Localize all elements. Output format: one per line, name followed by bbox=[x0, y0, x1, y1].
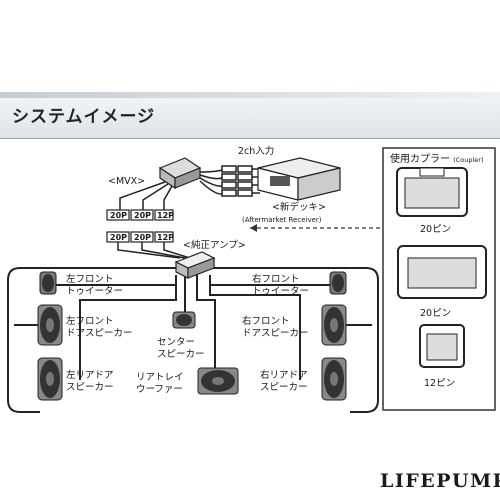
aftermarket-receiver bbox=[257, 157, 341, 201]
label-new-deck: <新デッキ> bbox=[272, 201, 326, 213]
speaker-left-front-door bbox=[37, 304, 63, 346]
speaker-right-front-door bbox=[321, 304, 347, 346]
label-center: センター スピーカー bbox=[157, 337, 205, 360]
genuine-amplifier bbox=[174, 251, 216, 279]
coupler-label: 20ピン bbox=[420, 224, 451, 235]
coupler-title: 使用カプラー (Coupler) bbox=[390, 152, 484, 165]
coupler-label: 20ピン bbox=[420, 308, 451, 319]
coupler-12pin bbox=[419, 324, 465, 368]
harness-to-amp bbox=[117, 242, 191, 259]
header-stripe bbox=[0, 92, 500, 98]
speaker-left-tweeter bbox=[39, 271, 57, 295]
connector-label: 20P bbox=[110, 211, 127, 220]
coupler-label: 12ピン bbox=[424, 378, 455, 389]
coupler-20pin-b bbox=[397, 245, 487, 299]
label-left-rear-door: 左リアドア スピーカー bbox=[66, 369, 117, 393]
speaker-left-rear-door bbox=[37, 357, 63, 401]
mvx-unit bbox=[158, 157, 202, 190]
label-genuine-amp: <純正アンプ> bbox=[183, 239, 246, 251]
label-left-tweeter: 左フロント トゥイーター bbox=[66, 273, 123, 297]
rca-cables bbox=[199, 165, 260, 197]
coupler-20pin-a bbox=[396, 167, 468, 217]
connectors-bottom bbox=[106, 231, 174, 243]
connector-label: 20P bbox=[110, 233, 127, 242]
brand-watermark: LIFEPUMP bbox=[380, 470, 500, 492]
label-left-front-door: 左フロント ドアスピーカー bbox=[66, 315, 133, 339]
connectors-top bbox=[106, 209, 174, 221]
connector-label: 20P bbox=[134, 233, 151, 242]
page-title: システムイメージ bbox=[12, 107, 156, 127]
coupler-link-arrow bbox=[250, 224, 257, 232]
connector-label: 12P bbox=[157, 211, 174, 220]
connector-label: 12P bbox=[157, 233, 174, 242]
label-right-tweeter: 右フロント トゥイーター bbox=[252, 273, 309, 297]
label-aftermarket: (Aftermarket Receiver) bbox=[242, 216, 322, 224]
speaker-right-tweeter bbox=[329, 271, 347, 295]
speaker-wiring bbox=[7, 267, 379, 413]
section-header: システムイメージ bbox=[0, 92, 500, 139]
label-2ch-input: 2ch入力 bbox=[238, 145, 274, 157]
label-right-front-door: 右フロント ドアスピーカー bbox=[242, 315, 309, 339]
label-rear-woofer: リアトレイ ウーファー bbox=[136, 372, 187, 395]
speaker-rear-woofer bbox=[197, 367, 239, 395]
label-right-rear-door: 右リアドア スピーカー bbox=[260, 369, 311, 393]
speaker-right-rear-door bbox=[321, 357, 347, 401]
speaker-center bbox=[172, 311, 196, 329]
label-mvx: <MVX> bbox=[108, 176, 145, 187]
connector-label: 20P bbox=[134, 211, 151, 220]
mvx-harness bbox=[119, 181, 173, 210]
